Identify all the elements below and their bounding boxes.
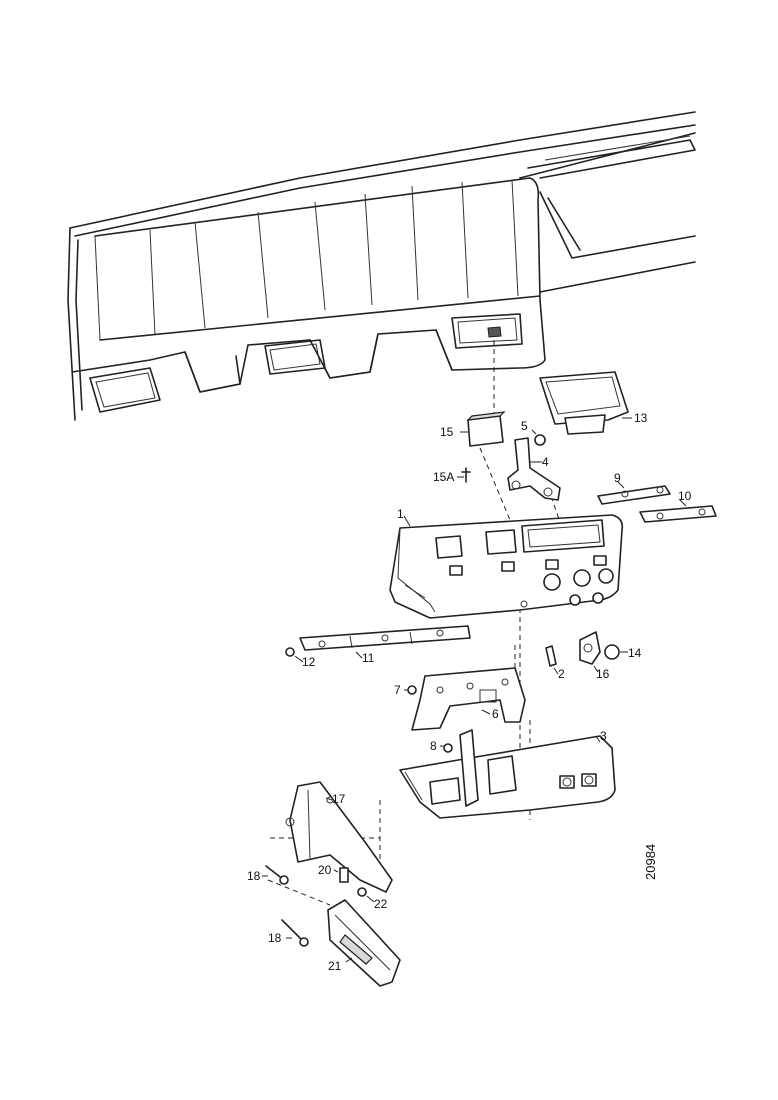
part-9-strip: [597, 481, 671, 505]
part-18-screw-upper: [262, 865, 289, 885]
callout-21: 21: [328, 959, 342, 973]
callout-9: 9: [614, 471, 621, 485]
callout-14: 14: [628, 646, 642, 660]
callout-3: 3: [600, 729, 607, 743]
part-3-lower-console: [399, 729, 616, 819]
callout-12: 12: [302, 655, 316, 669]
part-17-side-panel: [285, 781, 393, 893]
callout-13: 13: [634, 411, 648, 425]
callout-labels: 1 2 3 4 5 6 7 8 9 10 11 12 13 14 15 15A …: [247, 411, 692, 973]
part-8-screw: [440, 743, 453, 753]
callout-18-lower: 18: [268, 931, 282, 945]
part-12-screw: [285, 647, 304, 663]
part-6-bracket-plate: [411, 667, 526, 731]
part-4-bracket: [507, 437, 561, 501]
part-1-center-panel: [389, 514, 624, 619]
drawing-number: 20984: [643, 844, 658, 880]
callout-10: 10: [678, 489, 692, 503]
callout-6: 6: [492, 707, 499, 721]
callout-20: 20: [318, 863, 332, 877]
callout-17: 17: [332, 792, 346, 806]
callout-22: 22: [374, 897, 388, 911]
part-7-screw: [404, 685, 417, 695]
part-10-switch-strip: [639, 499, 717, 523]
callout-8: 8: [430, 739, 437, 753]
dashboard-assembly: [67, 111, 696, 421]
part-21-tray: [327, 899, 401, 987]
part-13-storage-tray: [539, 371, 632, 435]
callout-15: 15: [440, 425, 454, 439]
part-15-module: [457, 411, 506, 483]
part-22-screw: [357, 887, 375, 903]
part-18-screw-lower: [281, 919, 309, 947]
part-16-switch: [579, 631, 601, 673]
callout-15a: 15A: [433, 470, 454, 484]
callout-2: 2: [558, 667, 565, 681]
callout-5: 5: [521, 419, 528, 433]
callout-1: 1: [397, 507, 404, 521]
part-14-knob: [604, 644, 628, 660]
callout-7: 7: [394, 683, 401, 697]
callout-18-upper: 18: [247, 869, 261, 883]
part-20-clip: [333, 867, 349, 883]
callout-11: 11: [362, 651, 375, 665]
callout-16: 16: [596, 667, 610, 681]
callout-4: 4: [542, 455, 549, 469]
part-11-long-bracket: [299, 625, 471, 659]
part-5-nut: [531, 429, 546, 446]
part-2-bulb: [545, 645, 559, 675]
